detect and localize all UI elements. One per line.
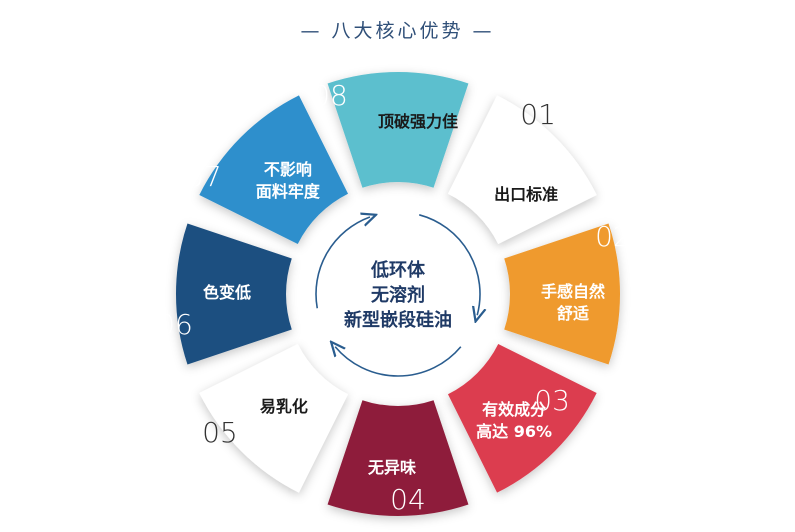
segment-shape-07 xyxy=(199,95,349,245)
segment-label-03: 高达 96% xyxy=(476,422,552,441)
segment-label-03: 有效成分 xyxy=(482,400,546,419)
segment-08: 08 顶破强力佳 xyxy=(312,72,469,188)
diagram-title: — 八大核心优势 — xyxy=(300,20,495,42)
segment-label-07: 不影响 xyxy=(264,160,312,179)
segment-05: 05 易乳化 xyxy=(199,343,349,493)
segment-01: 01 出口标准 xyxy=(447,95,597,245)
center-text-line: 低环体 xyxy=(370,259,426,281)
segment-number-08: 08 xyxy=(312,79,348,112)
segment-number-01: 01 xyxy=(520,98,556,131)
segment-number-05: 05 xyxy=(202,416,238,449)
segment-shape-06 xyxy=(176,223,292,365)
segment-label-05: 易乳化 xyxy=(260,397,308,416)
cycle-arrow xyxy=(419,214,480,315)
cycle-arrows xyxy=(315,214,480,377)
segment-shape-01 xyxy=(447,95,597,245)
segment-label-01: 出口标准 xyxy=(494,185,558,204)
segment-shape-05 xyxy=(199,343,349,493)
segment-number-06: 06 xyxy=(157,308,193,341)
segment-label-08: 顶破强力佳 xyxy=(378,112,458,131)
segment-06: 06 色变低 xyxy=(157,223,292,365)
segment-04: 04 无异味 xyxy=(327,400,469,516)
cycle-arrow xyxy=(315,217,370,309)
segment-label-07: 面料牢度 xyxy=(256,182,321,201)
segment-label-02: 舒适 xyxy=(557,304,589,323)
center-text-line: 新型嵌段硅油 xyxy=(344,309,452,331)
segment-number-02: 02 xyxy=(595,220,631,253)
segment-label-04: 无异味 xyxy=(367,458,416,477)
segment-shape-04 xyxy=(327,400,469,516)
segment-number-03: 03 xyxy=(534,384,570,417)
segment-label-02: 手感自然 xyxy=(541,282,605,301)
center-text-line: 无溶剂 xyxy=(371,284,425,306)
segment-label-06: 色变低 xyxy=(203,283,251,302)
segment-number-07: 07 xyxy=(186,160,222,193)
segment-shape-02 xyxy=(504,223,620,365)
segment-shape-08 xyxy=(327,72,469,188)
segment-shape-03 xyxy=(447,343,597,493)
segment-number-04: 04 xyxy=(390,483,426,516)
cycle-arrow xyxy=(335,347,462,377)
